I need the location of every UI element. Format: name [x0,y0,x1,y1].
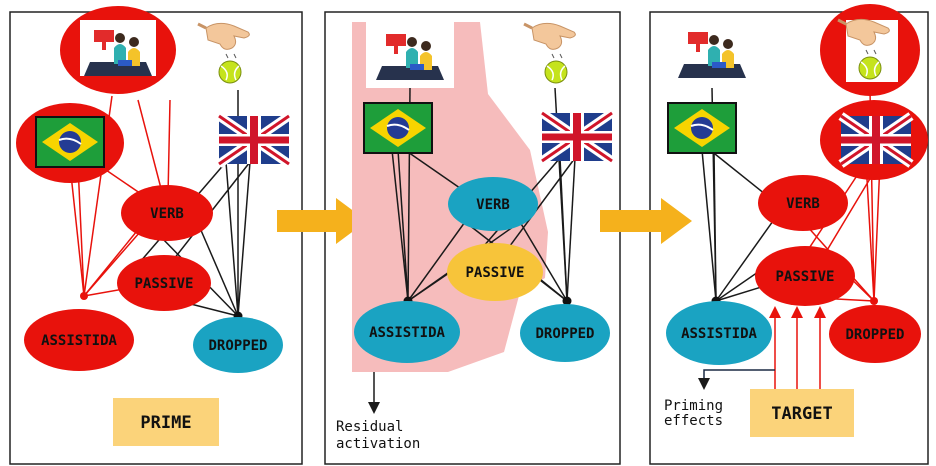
assistida-node [24,309,134,371]
priming-note-line-2: effects [664,413,723,429]
panel-target-frame [649,11,929,465]
passive-node [755,246,855,306]
priming-note-line-1: Priming [664,398,723,414]
assistida-node [354,301,460,363]
passive-node [447,243,543,301]
passive-node-label: PASSIVE [465,265,524,281]
dropped-node [193,317,283,373]
dropped-node-label: DROPPED [535,326,594,342]
panel-residual-frame [324,11,621,465]
tv-watching-icon [376,28,444,80]
residual-note-line-2: activation [336,436,420,452]
uk-flag-icon [542,113,612,161]
panel-target: VERB PASSIVE ASSISTIDA DROPPED Priming e… [664,4,928,437]
panel-prime: VERB PASSIVE ASSISTIDA DROPPED PRIME [16,6,289,446]
hand-dropping-ball-icon [522,21,577,85]
assistida-node-label: ASSISTIDA [681,326,757,342]
verb-node-label: VERB [150,206,184,222]
dropped-node-label: DROPPED [208,338,267,354]
passive-node-label: PASSIVE [775,269,834,285]
verb-node-label: VERB [786,196,820,212]
uk-flag-icon [841,116,911,164]
brazil-flag-icon [667,102,737,154]
assistida-node-label: ASSISTIDA [41,333,117,349]
panel-prime-frame [9,11,303,465]
brazil-flag-icon [35,116,105,168]
passive-node [117,255,211,311]
transition-arrow-2 [600,198,692,244]
brazil-flag-icon [363,102,433,154]
uk-flag-icon [219,116,289,164]
tv-watching-icon [84,24,152,76]
hand-dropping-ball-icon [196,21,251,85]
residual-note-line-1: Residual [336,419,403,435]
transition-arrow-1 [277,198,367,244]
passive-node-label: PASSIVE [134,276,193,292]
prime-label: PRIME [140,413,191,433]
priming-arrow [698,369,775,390]
target-label: TARGET [771,404,832,424]
verb-node [121,185,213,241]
tv-watching-icon [678,26,746,78]
verb-node [758,175,848,231]
assistida-node [666,301,772,365]
dropped-node [829,305,921,363]
prime-label-box [113,398,219,446]
dropped-node-label: DROPPED [845,327,904,343]
dropped-node [520,304,610,362]
panel-residual: VERB PASSIVE ASSISTIDA DROPPED Residual … [336,21,612,452]
assistida-node-label: ASSISTIDA [369,325,445,341]
target-label-box [750,389,854,437]
verb-node-label: VERB [476,197,510,213]
verb-node [448,177,538,231]
